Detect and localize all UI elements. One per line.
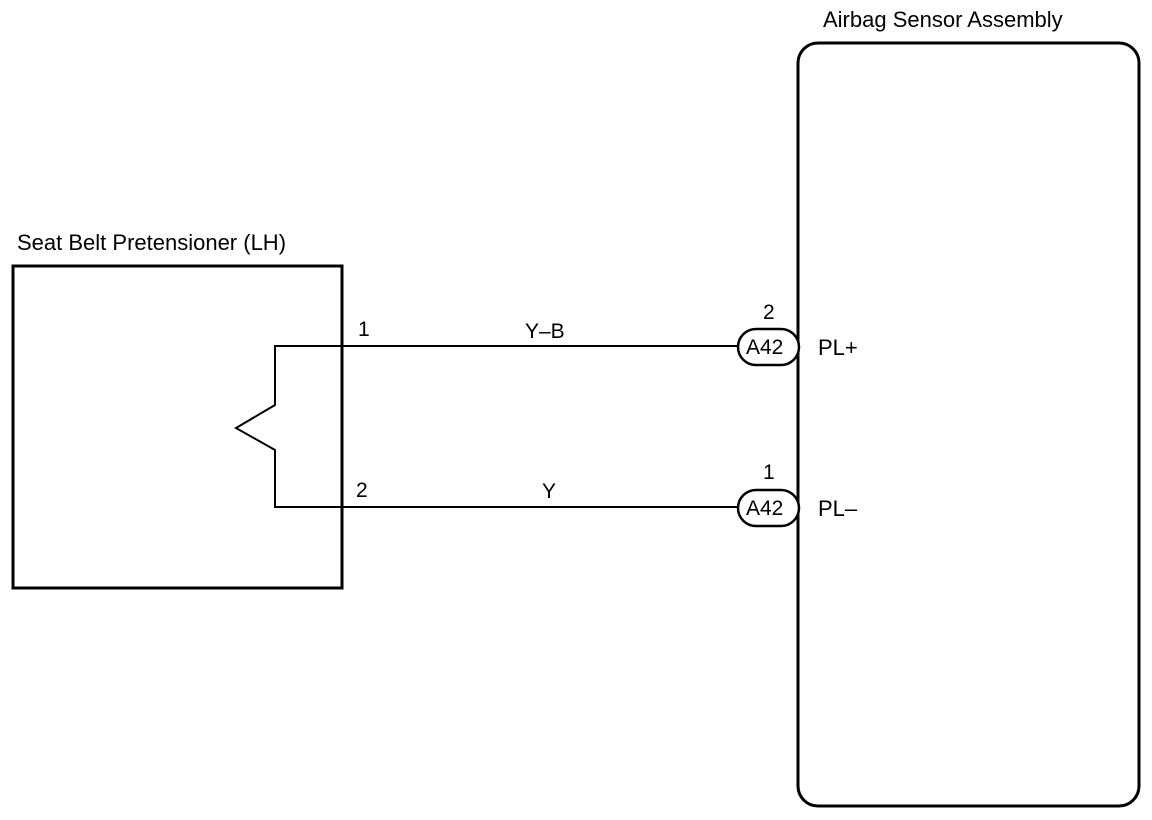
sensor-box: [796, 41, 1141, 808]
terminal-pl-minus: PL–: [818, 496, 858, 521]
connector-pin-lower: 1: [763, 461, 775, 484]
connector-a42-lower: [736, 488, 801, 528]
wire-label-y: Y: [542, 480, 557, 503]
wire-label-y-b: Y–B: [525, 320, 565, 343]
squib-symbol: [233, 345, 342, 508]
pretensioner-title: Seat Belt Pretensioner (LH): [17, 230, 287, 255]
connector-pin-upper: 2: [763, 301, 775, 324]
connector-code-lower: A42: [746, 497, 784, 520]
terminal-pl-plus: PL+: [818, 335, 858, 360]
connector-code-upper: A42: [746, 336, 784, 359]
connector-a42-upper: [736, 327, 801, 367]
pretensioner-box: [11, 264, 344, 590]
pretensioner-pin-2: 2: [356, 479, 368, 502]
sensor-title: Airbag Sensor Assembly: [823, 7, 1063, 32]
pretensioner-pin-1: 1: [358, 318, 370, 341]
